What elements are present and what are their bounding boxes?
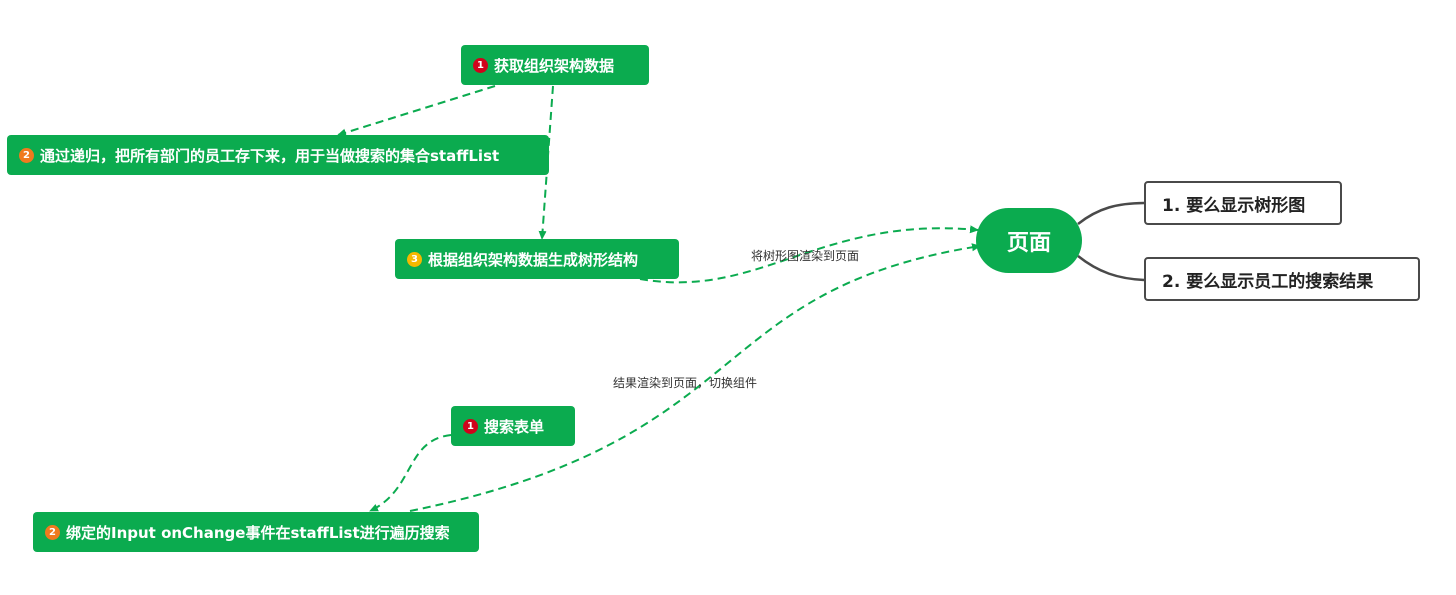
priority-1-icon: 1 [463, 418, 478, 434]
edge-label-render-tree: 将树形图渲染到页面 [751, 249, 860, 263]
topic-label: 2. 要么显示员工的搜索结果 [1162, 271, 1374, 292]
node-fetch-org-data[interactable]: 1 获取组织架构数据 [461, 45, 649, 85]
branch-line-topic-1 [1077, 201, 1146, 225]
node-recursion-staff-list[interactable]: 2 通过递归，把所有部门的员工存下来，用于当做搜索的集合staffList [7, 135, 549, 175]
priority-2-icon: 2 [45, 524, 60, 540]
node-label: 根据组织架构数据生成树形结构 [428, 250, 639, 269]
central-topic-label: 页面 [1006, 230, 1051, 256]
priority-3-icon: 3 [407, 251, 422, 267]
node-label: 搜索表单 [484, 417, 545, 436]
arrow-input-to-page [409, 243, 981, 512]
topic-show-tree[interactable]: 1. 要么显示树形图 [1144, 181, 1342, 225]
topic-label: 1. 要么显示树形图 [1162, 195, 1306, 216]
arrow-fetch-to-recursion [337, 85, 496, 137]
node-input-onchange-search[interactable]: 2 绑定的Input onChange事件在staffList进行遍历搜索 [33, 512, 479, 552]
arrow-form-to-input [369, 434, 452, 512]
priority-1-icon: 1 [473, 57, 488, 73]
priority-2-icon: 2 [19, 147, 34, 163]
node-label: 绑定的Input onChange事件在staffList进行遍历搜索 [66, 523, 450, 542]
node-search-form[interactable]: 1 搜索表单 [451, 406, 575, 446]
central-topic-page[interactable]: 页面 [976, 208, 1082, 273]
edge-label-render-results: 结果渲染到页面，切换组件 [613, 376, 758, 390]
arrow-tree-to-page [639, 225, 979, 284]
node-generate-tree[interactable]: 3 根据组织架构数据生成树形结构 [395, 239, 679, 279]
branch-line-topic-2 [1077, 255, 1146, 282]
node-label: 获取组织架构数据 [494, 56, 615, 75]
topic-show-search-results[interactable]: 2. 要么显示员工的搜索结果 [1144, 257, 1420, 301]
node-label: 通过递归，把所有部门的员工存下来，用于当做搜索的集合staffList [40, 146, 500, 165]
